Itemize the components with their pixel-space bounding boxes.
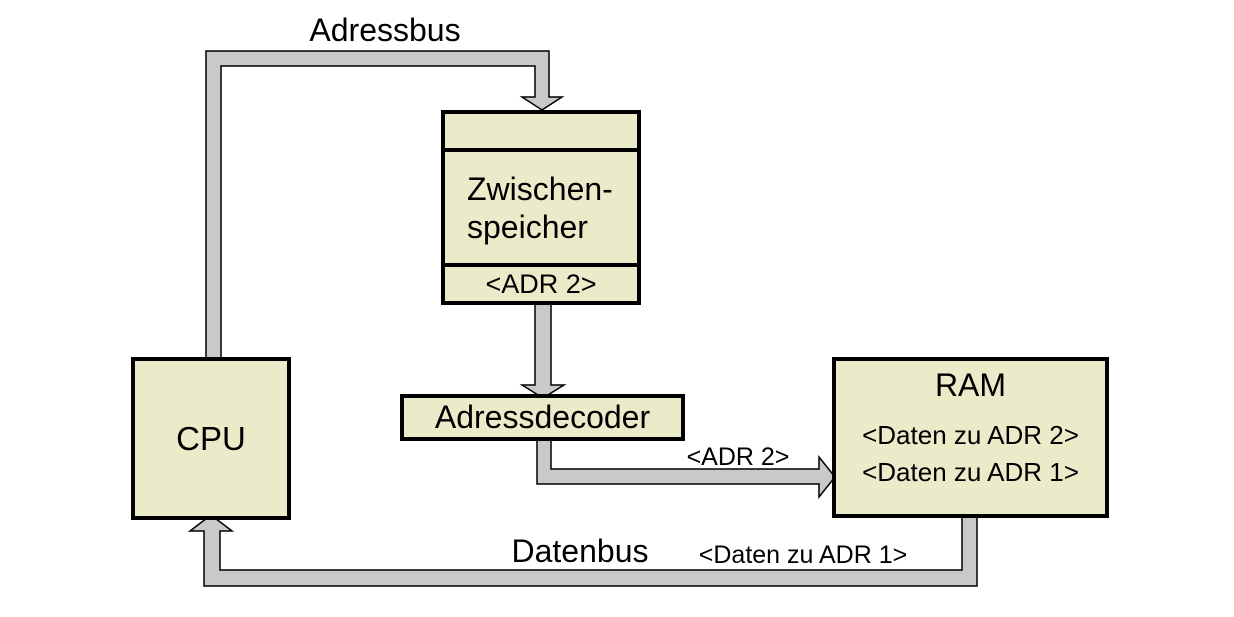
buffer-register-value: <ADR 2> xyxy=(485,268,597,299)
adressdecoder-label: Adressdecoder xyxy=(434,399,651,435)
ram-box: RAM <Daten zu ADR 2> <Daten zu ADR 1> xyxy=(832,357,1109,518)
datenbus-pipe xyxy=(187,513,978,587)
daten-zu-adr1-bus-label: <Daten zu ADR 1> xyxy=(698,541,908,569)
buffer-title: Zwischen- speicher xyxy=(445,152,637,267)
ram-data-row: <Daten zu ADR 1> xyxy=(862,457,1079,487)
adressdecoder-box: Adressdecoder xyxy=(400,394,685,441)
buffer-empty-slot xyxy=(445,114,637,152)
decoder-to-ram-pipe xyxy=(536,437,836,500)
ram-label: RAM xyxy=(934,367,1007,403)
buffer-to-decoder-pipe xyxy=(519,301,567,399)
datenbus-label: Datenbus xyxy=(511,533,649,569)
buffer-title-line2: speicher xyxy=(467,208,588,245)
cpu-box: CPU xyxy=(131,357,291,520)
ram-data-row: <Daten zu ADR 2> xyxy=(862,420,1079,450)
adressbus-label: Adressbus xyxy=(309,12,461,48)
adressbus-pipe xyxy=(205,50,565,359)
cpu-label: CPU xyxy=(176,419,246,457)
buffer-title-line1: Zwischen- xyxy=(467,170,613,207)
adr2-bus-label: <ADR 2> xyxy=(686,443,790,471)
buffer-box: Zwischen- speicher <ADR 2> xyxy=(441,110,641,305)
